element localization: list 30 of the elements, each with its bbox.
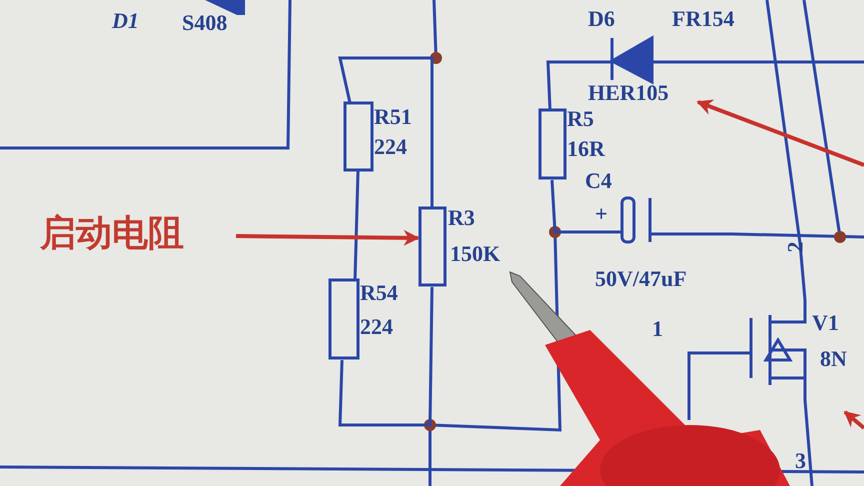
component-label: R54 (360, 282, 398, 304)
component-label: 224 (374, 136, 407, 158)
component-label: V1 (812, 312, 839, 334)
annotation-text: 启动电阻 (40, 216, 184, 252)
component-label: 8N (820, 348, 847, 370)
component-label: R5 (567, 108, 594, 130)
pin-number: 2 (784, 242, 806, 252)
wire (354, 170, 360, 280)
component-label: D6 (588, 8, 615, 30)
component-label: D1 (112, 10, 139, 32)
wire (546, 60, 586, 110)
component-label: HER105 (588, 82, 669, 104)
component-label: C4 (585, 170, 612, 192)
component-label: R51 (374, 106, 412, 128)
wire (550, 180, 582, 234)
pin-number: 3 (795, 450, 806, 472)
component-label: 150K (450, 243, 500, 265)
component-label: + (595, 203, 608, 225)
component-label: 50V/47uF (595, 268, 687, 290)
component-label: S408 (182, 12, 228, 34)
wire (338, 56, 434, 207)
wire (338, 286, 434, 426)
component-label: 224 (360, 316, 393, 338)
arrow (236, 230, 420, 246)
component-label: 16R (567, 138, 605, 160)
component-label: R3 (448, 207, 475, 229)
arrow (844, 410, 864, 430)
arrow (696, 100, 864, 167)
pin-number: 1 (652, 318, 663, 340)
component-label: FR154 (672, 8, 734, 30)
